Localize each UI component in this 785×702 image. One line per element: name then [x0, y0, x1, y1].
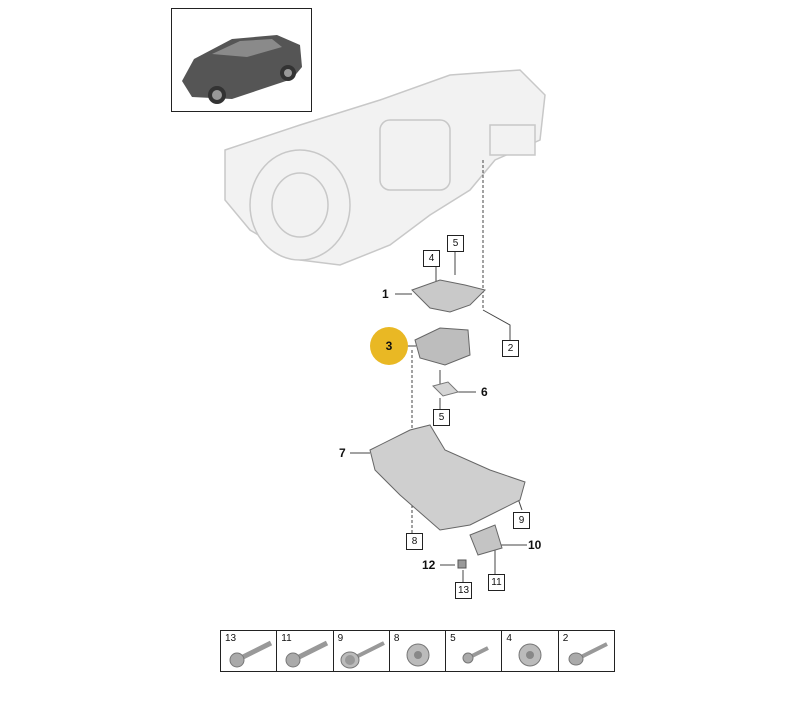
crossmember-part-7 — [369, 424, 526, 531]
fastener-cell-8[interactable]: 8 — [390, 631, 447, 671]
fastener-cell-9[interactable]: 9 — [334, 631, 390, 671]
fastener-number: 13 — [225, 633, 237, 644]
exploded-parts-diagram — [224, 69, 546, 583]
callout-6[interactable]: 6 — [481, 385, 488, 399]
fastener-number: 5 — [450, 633, 456, 644]
fastener-cell-11[interactable]: 11 — [277, 631, 334, 671]
flange-nut-icon — [406, 643, 430, 667]
bracket-part-3 — [414, 327, 471, 366]
callout-5-bottom[interactable]: 5 — [433, 409, 450, 426]
transmission-ghost — [224, 69, 546, 266]
callout-12[interactable]: 12 — [422, 558, 436, 572]
callout-10[interactable]: 10 — [528, 538, 542, 552]
vehicle-silhouette-icon — [182, 35, 302, 104]
callout-11[interactable]: 11 — [488, 574, 505, 591]
callout-2[interactable]: 2 — [502, 340, 519, 357]
callout-7[interactable]: 7 — [339, 446, 346, 460]
fastener-strip: 13 11 9 8 5 4 2 — [220, 630, 615, 672]
fastener-number: 4 — [506, 633, 512, 644]
flange-nut-icon — [518, 643, 542, 667]
callout-3-highlighted[interactable]: 3 — [370, 327, 408, 365]
fastener-number: 9 — [337, 633, 344, 644]
plate-part-6 — [432, 381, 459, 397]
flange-bolt-icon — [229, 640, 273, 668]
fastener-cell-4[interactable]: 4 — [502, 631, 559, 671]
vehicle-thumbnail — [171, 8, 312, 112]
fastener-cell-13[interactable]: 13 — [221, 631, 278, 671]
fastener-number: 8 — [393, 633, 400, 644]
callout-1[interactable]: 1 — [382, 287, 389, 301]
fastener-number: 11 — [281, 633, 292, 644]
callout-5-top[interactable]: 5 — [447, 235, 464, 252]
bolt-with-washer-icon — [340, 641, 385, 669]
part-10-bracket — [469, 524, 503, 556]
fastener-cell-2[interactable]: 2 — [559, 631, 614, 671]
callout-8[interactable]: 8 — [406, 533, 423, 550]
part-12-clip — [457, 559, 467, 569]
callout-9[interactable]: 9 — [513, 512, 530, 529]
torx-bolt-icon — [462, 646, 490, 664]
fastener-cell-5[interactable]: 5 — [446, 631, 503, 671]
callout-13[interactable]: 13 — [455, 582, 472, 599]
gearbox-mount-part-1 — [411, 279, 486, 313]
fastener-number: 2 — [562, 633, 569, 644]
flange-bolt-icon — [285, 640, 329, 668]
flange-bolt-torx-icon — [568, 642, 608, 666]
callout-4[interactable]: 4 — [423, 250, 440, 267]
